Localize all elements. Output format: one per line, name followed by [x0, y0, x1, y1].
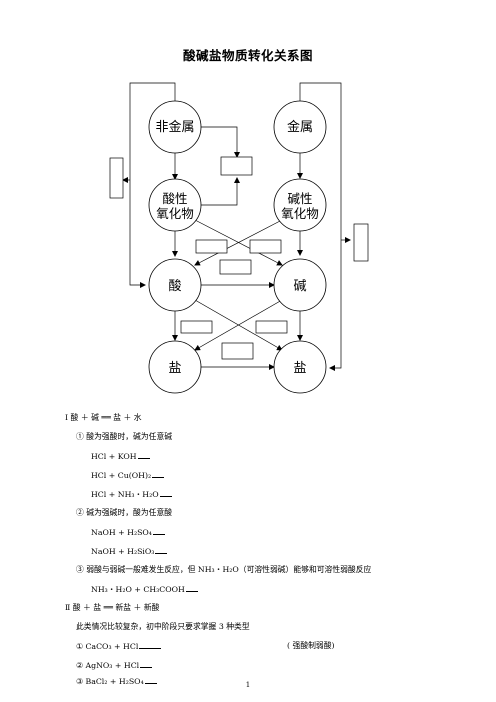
- label-metal: 金属: [287, 119, 313, 135]
- label-base: 碱: [293, 279, 306, 294]
- outer-loop-left: [129, 82, 176, 288]
- section-item: 此类情况比较复杂，初中阶段只要求掌握 3 种类型: [76, 622, 250, 631]
- node-acidic-oxide: [148, 178, 202, 232]
- label-acid: 酸: [168, 279, 181, 294]
- node-base: [273, 258, 327, 312]
- page-title: 酸碱盐物质转化关系图: [182, 48, 313, 63]
- reaction-line: HCl + Cu(OH)₂: [91, 470, 165, 481]
- cross-base-to-salt: [194, 299, 283, 351]
- blank-box-lower-left: [180, 320, 213, 334]
- top-link-up: [200, 177, 240, 206]
- label-salt-right: 盐: [293, 361, 306, 376]
- reaction-line: HCl + NH₃・H₂O: [91, 489, 172, 500]
- node-salt-left: [148, 340, 202, 394]
- answer-blank[interactable]: [155, 546, 168, 554]
- reaction-line: ③ BaCl₂ + H₂SO₄: [76, 676, 157, 687]
- label-basic-oxide-line1: 碱性: [287, 191, 312, 206]
- answer-blank[interactable]: [159, 489, 172, 497]
- label-nonmetal: 非金属: [155, 119, 194, 135]
- label-acidic-oxide-line1: 酸性: [162, 191, 187, 206]
- top-link-down: [200, 126, 240, 158]
- label-salt-left: 盐: [168, 361, 181, 376]
- answer-blank[interactable]: [140, 660, 153, 668]
- node-nonmetal: [148, 100, 202, 154]
- answer-blank[interactable]: [152, 527, 165, 535]
- blank-box-cross-right: [249, 239, 282, 254]
- section-item: ① 酸为强酸时，碱为任意碱: [76, 432, 173, 441]
- cross-basic-to-acid: [194, 219, 283, 266]
- blank-box-right: [353, 223, 369, 262]
- reaction-line: NaOH + H₂SO₄: [91, 527, 165, 538]
- blank-box-salt-salt: [221, 342, 254, 360]
- node-salt-right: [273, 340, 327, 394]
- answer-blank[interactable]: [139, 641, 162, 649]
- reaction-line: NaOH + H₂SiO₃: [91, 546, 168, 557]
- answer-blank[interactable]: [137, 451, 150, 459]
- node-metal: [273, 100, 327, 154]
- reaction-line: NH₃・H₂O + CH₃COOH: [91, 584, 198, 595]
- outer-loop-right: [299, 82, 342, 371]
- section-item: ③ 弱酸与弱碱一般难发生反应，但 NH₃・H₂O（可溶性弱碱）能够和可溶性弱酸反…: [76, 565, 372, 574]
- answer-blank[interactable]: [152, 470, 165, 478]
- blank-box-acid-base: [219, 259, 252, 275]
- blank-box-lower-right: [255, 320, 288, 334]
- reaction-line: ② AgNO₃ + HCl: [76, 660, 153, 671]
- answer-blank[interactable]: [144, 676, 157, 684]
- reaction-line: HCl + KOH: [91, 451, 150, 462]
- node-acid: [148, 258, 202, 312]
- section-item: ② 碱为强碱时，酸为任意酸: [76, 508, 173, 517]
- blank-box-left: [109, 157, 124, 199]
- blank-box-cross-left: [195, 239, 228, 254]
- label-basic-oxide-line2: 氧化物: [281, 206, 319, 221]
- label-acidic-oxide-line2: 氧化物: [156, 206, 194, 221]
- reaction-line: ① CaCO₃ + HCl: [76, 641, 162, 652]
- type-note: ( 强酸制弱酸): [287, 641, 335, 650]
- node-basic-oxide: [273, 178, 327, 232]
- answer-blank[interactable]: [185, 584, 198, 592]
- section-heading: Ⅰ 酸 ＋ 碱 ══ 盐 ＋ 水: [65, 413, 142, 422]
- page-number: 1: [245, 681, 251, 689]
- blank-box-top: [220, 156, 253, 176]
- section-heading: Ⅱ 酸 ＋ 盐 ══ 新盐 ＋ 新酸: [65, 603, 160, 612]
